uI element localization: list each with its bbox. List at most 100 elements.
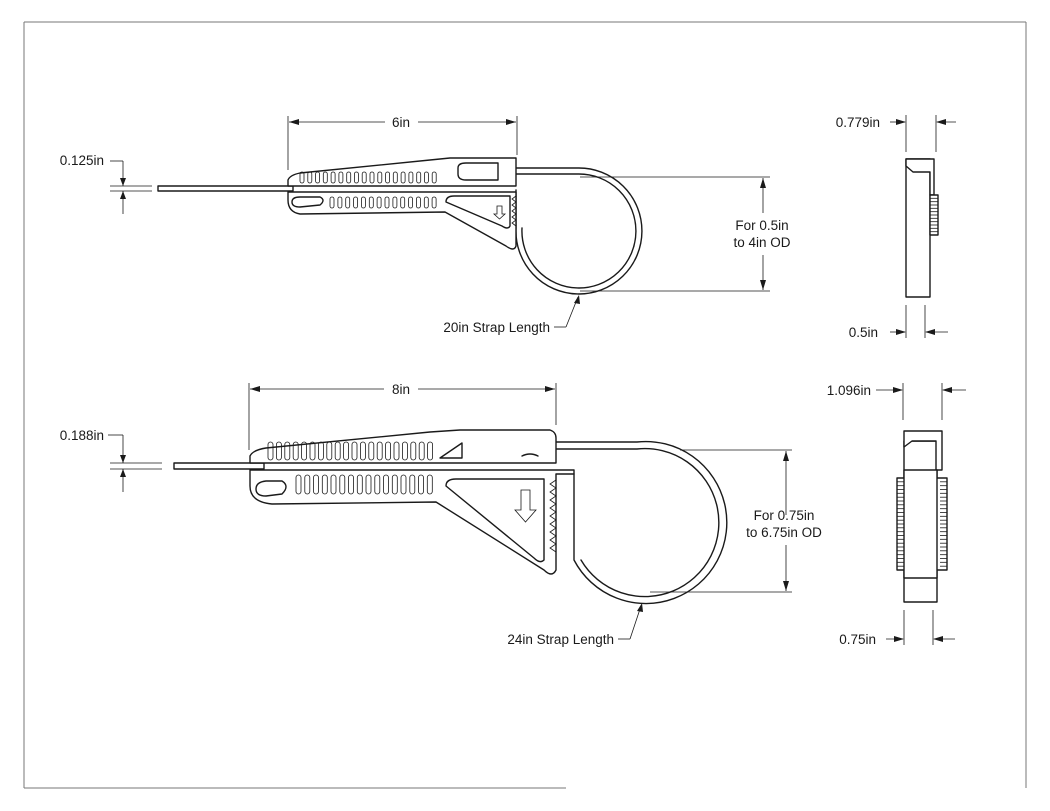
large-grip-ridges-top — [267, 441, 434, 461]
grip-ridge — [343, 441, 350, 461]
large-cam-pin — [521, 453, 539, 457]
grip-ridge — [359, 441, 366, 461]
small-lever-window — [445, 195, 511, 229]
small-strap-thickness-dimension: 0.125in — [60, 153, 152, 214]
grip-ridge — [416, 171, 422, 184]
large-strap-loop — [554, 440, 728, 605]
grip-ridge — [376, 441, 383, 461]
large-strap-length-callout: 24in Strap Length — [507, 603, 643, 647]
grip-ridge — [377, 171, 383, 184]
grip-ridge — [392, 196, 398, 209]
grip-ridge — [326, 441, 333, 461]
large-strap-length-label: 24in Strap Length — [507, 632, 614, 647]
grip-ridge — [307, 171, 313, 184]
grip-ridge — [292, 441, 299, 461]
large-wrench-side-view: 1.096in 0.75in — [827, 383, 966, 647]
grip-ridge — [400, 196, 406, 209]
large-handle-length-dimension: 8in — [248, 382, 557, 450]
grip-ridge — [383, 474, 389, 495]
grip-ridge — [299, 171, 305, 184]
grip-ridge — [361, 171, 367, 184]
grip-ridge — [315, 171, 321, 184]
grip-ridge — [368, 196, 374, 209]
large-od-range-dimension: For 0.75in to 6.75in OD — [650, 449, 822, 593]
small-wrench-side-view: 0.779in 0.5in — [836, 115, 956, 340]
grip-ridge — [415, 196, 421, 209]
small-strap-tail — [157, 185, 294, 192]
grip-ridge — [339, 474, 346, 495]
grip-ridge — [329, 196, 335, 209]
grip-ridge — [351, 441, 358, 461]
small-strap-loop-inner — [515, 173, 637, 289]
grip-ridge — [337, 196, 343, 209]
grip-ridge — [391, 474, 398, 495]
grip-ridge — [385, 171, 391, 184]
large-finger-slot — [255, 480, 287, 497]
small-side-strap-width-label: 0.5in — [849, 325, 878, 340]
small-od-range-dimension: For 0.5in to 4in OD — [580, 176, 791, 292]
grip-ridge — [304, 474, 311, 495]
grip-ridge — [427, 441, 434, 461]
grip-ridge — [330, 474, 337, 495]
small-handle-bottom — [287, 191, 517, 250]
large-wrench-front-view — [173, 429, 728, 605]
grip-ridge — [431, 171, 437, 184]
grip-ridge — [321, 474, 328, 495]
grip-ridge — [392, 171, 398, 184]
grip-ridge — [376, 196, 382, 209]
large-handle-top — [249, 429, 557, 464]
grip-ridge — [400, 171, 406, 184]
grip-ridge — [301, 441, 308, 461]
large-od-range-line2: to 6.75in OD — [746, 525, 822, 540]
small-grip-ridges-top — [299, 171, 437, 184]
grip-ridge — [338, 171, 344, 184]
grip-ridge — [309, 441, 316, 461]
grip-ridge — [346, 171, 352, 184]
grip-ridge — [385, 441, 392, 461]
grip-ridge — [353, 171, 359, 184]
grip-ridge — [409, 474, 416, 495]
grip-ridge — [322, 171, 328, 184]
grip-ridge — [408, 196, 414, 209]
grip-ridge — [275, 441, 282, 461]
small-strap-thickness-label: 0.125in — [60, 153, 104, 168]
large-handle-bottom — [249, 469, 575, 575]
grip-ridge — [313, 474, 319, 495]
grip-ridge — [330, 171, 336, 184]
large-strap-thickness-dimension: 0.188in — [60, 428, 162, 492]
small-strap-length-label: 20in Strap Length — [443, 320, 550, 335]
large-strap-loop-inner — [554, 447, 720, 598]
down-arrow-icon — [514, 489, 537, 523]
small-strap-loop — [515, 167, 643, 295]
small-handle-length-dimension: 6in — [287, 115, 518, 170]
grip-ridge — [393, 441, 400, 461]
small-serrations — [511, 195, 517, 227]
grip-ridge — [369, 171, 375, 184]
grip-ridge — [418, 474, 424, 495]
grip-ridge — [374, 474, 381, 495]
grip-ridge — [408, 171, 414, 184]
large-serrations — [549, 479, 557, 553]
sheet-border — [23, 21, 1027, 789]
grip-ridge — [365, 474, 372, 495]
small-grip-ridges-bottom — [329, 196, 437, 209]
large-grip-ridges-bottom — [295, 474, 433, 495]
small-od-range-line1: For 0.5in — [735, 218, 788, 233]
large-side-width-label: 1.096in — [827, 383, 871, 398]
grip-ridge — [295, 474, 302, 495]
large-handle-length-label: 8in — [392, 382, 410, 397]
grip-ridge — [368, 441, 375, 461]
grip-ridge — [431, 196, 437, 209]
grip-ridge — [353, 196, 359, 209]
large-strap-thickness-label: 0.188in — [60, 428, 104, 443]
grip-ridge — [384, 196, 390, 209]
large-strap-tail — [173, 462, 265, 470]
small-side-width-label: 0.779in — [836, 115, 880, 130]
grip-ridge — [356, 474, 363, 495]
grip-ridge — [410, 441, 417, 461]
grip-ridge — [423, 196, 429, 209]
large-side-strap-width-label: 0.75in — [839, 632, 876, 647]
small-handle-length-label: 6in — [392, 115, 410, 130]
small-wrench-front-view — [157, 157, 643, 295]
large-cam-window — [439, 442, 463, 459]
